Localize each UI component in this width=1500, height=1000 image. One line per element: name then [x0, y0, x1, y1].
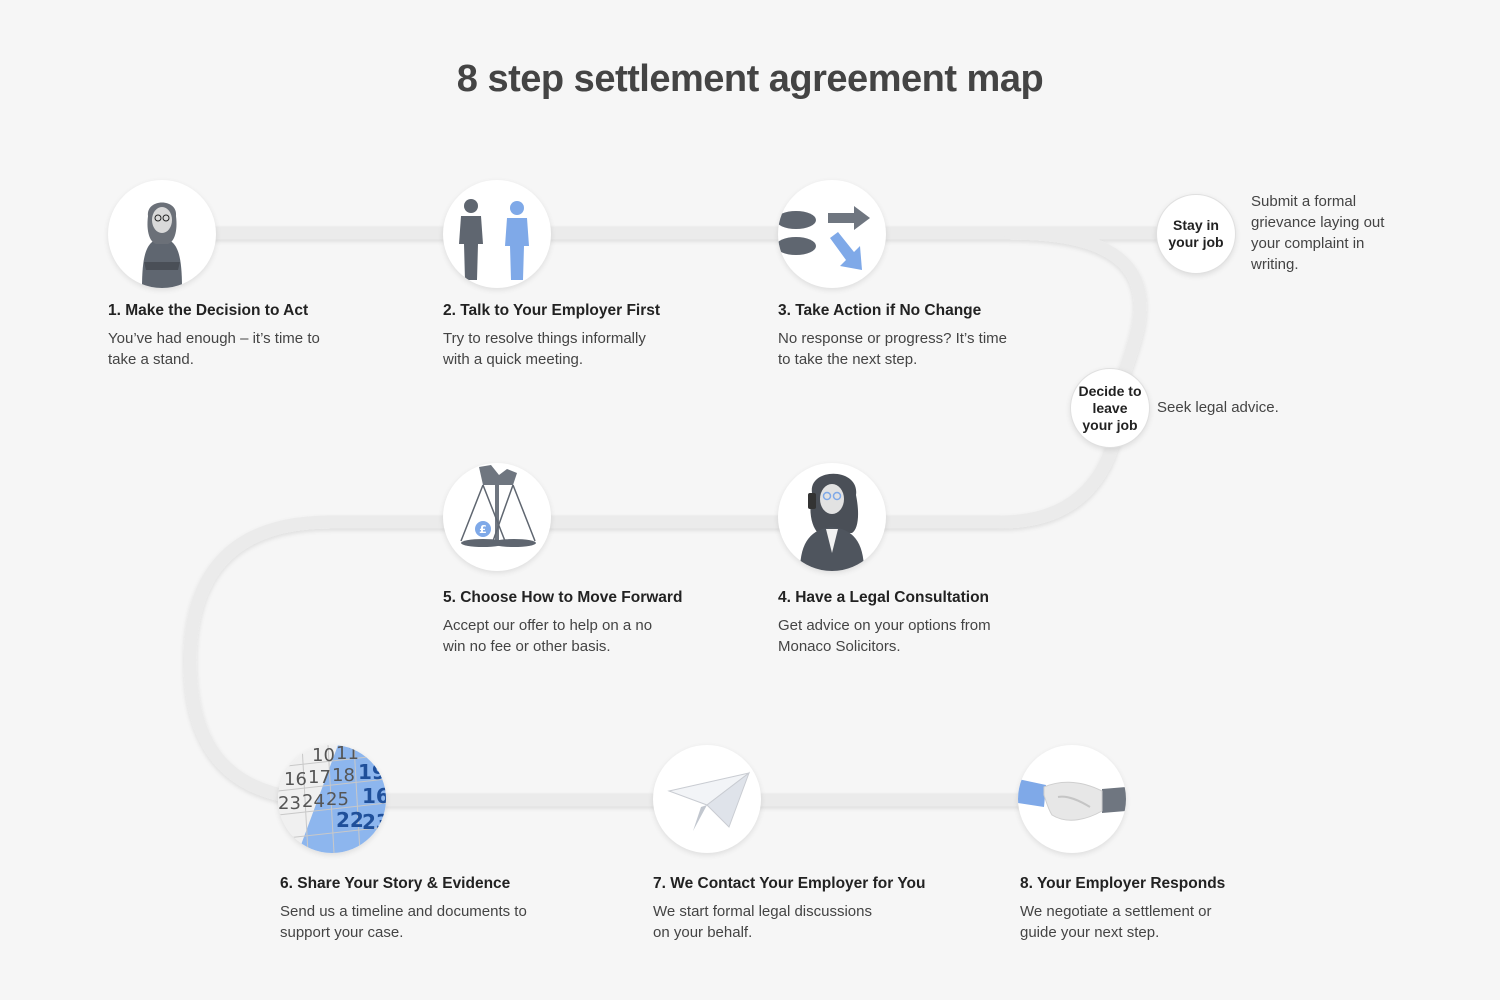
stay-in-job-label: Stay in your job — [1168, 217, 1224, 250]
woman-on-phone-icon — [800, 473, 864, 571]
svg-text:23: 23 — [278, 793, 301, 814]
leave-job-label: Decide to leave your job — [1078, 382, 1142, 433]
step-2-desc: Try to resolve things informally with a … — [443, 330, 646, 368]
step-1-text: 1. Make the Decision to Act You’ve had e… — [108, 302, 408, 370]
handshake-icon — [1018, 779, 1126, 821]
step-4-desc: Get advice on your options from Monaco S… — [778, 617, 991, 655]
step-7-circle — [653, 745, 761, 853]
woman-arms-crossed-icon — [142, 202, 182, 288]
step-7-desc: We start formal legal discussions on you… — [653, 903, 872, 941]
step-4-title: 4. Have a Legal Consultation — [778, 589, 990, 606]
svg-text:17: 17 — [308, 767, 331, 788]
svg-text:24: 24 — [302, 791, 325, 812]
page-title: 8 step settlement agreement map — [456, 58, 1044, 100]
step-3-desc: No response or progress? It’s time to ta… — [778, 330, 1007, 368]
svg-text:22: 22 — [336, 808, 364, 832]
step-6-title: 6. Share Your Story & Evidence — [280, 875, 511, 892]
step-8-circle — [1018, 745, 1126, 853]
shoes-and-arrows-icon — [778, 206, 870, 270]
step-3-text: 3. Take Action if No Change No response … — [778, 302, 1078, 370]
step-8-text: 8. Your Employer Responds We negotiate a… — [1020, 875, 1320, 943]
step-6-desc: Send us a timeline and documents to supp… — [280, 903, 527, 941]
step-4-text: 4. Have a Legal Consultation Get advice … — [778, 589, 1078, 657]
svg-text:11: 11 — [336, 745, 359, 764]
step-6-text: 6. Share Your Story & Evidence Send us a… — [280, 875, 580, 943]
svg-text:10: 10 — [312, 745, 335, 766]
step-2-circle — [443, 180, 551, 288]
step-8-title: 8. Your Employer Responds — [1020, 875, 1226, 892]
step-1-circle — [108, 180, 216, 288]
step-3-title: 3. Take Action if No Change — [778, 302, 982, 319]
step-1-title: 1. Make the Decision to Act — [108, 302, 309, 319]
scales-pound-icon: £ — [460, 465, 536, 547]
svg-text:£: £ — [479, 523, 487, 536]
step-2-title: 2. Talk to Your Employer First — [443, 302, 661, 319]
svg-text:16: 16 — [284, 769, 307, 790]
track-left-curve — [183, 515, 1027, 807]
step-5-text: 5. Choose How to Move Forward Accept our… — [443, 589, 743, 657]
step-8-desc: We negotiate a settlement or guide your … — [1020, 903, 1212, 941]
svg-text:25: 25 — [326, 789, 349, 810]
step-3-circle — [778, 180, 886, 288]
svg-text:16: 16 — [362, 784, 386, 808]
leave-job-note: Seek legal advice. — [1157, 399, 1279, 416]
step-5-title: 5. Choose How to Move Forward — [443, 589, 683, 606]
stay-in-job-branch: Stay in your job — [1156, 194, 1236, 274]
step-5-desc: Accept our offer to help on a no win no … — [443, 617, 653, 655]
step-2-text: 2. Talk to Your Employer First Try to re… — [443, 302, 743, 370]
stay-in-job-note: Submit a formal grievance laying out you… — [1251, 193, 1385, 273]
step-1-desc: You’ve had enough – it’s time to take a … — [108, 330, 320, 368]
paper-plane-icon — [667, 771, 751, 831]
step-7-title: 7. We Contact Your Employer for You — [653, 875, 926, 892]
leave-job-branch: Decide to leave your job — [1070, 368, 1150, 448]
step-7-text: 7. We Contact Your Employer for You We s… — [653, 875, 953, 943]
two-people-talking-icon — [459, 199, 529, 280]
step-4-circle — [778, 463, 886, 571]
step-5-circle: £ — [443, 463, 551, 571]
svg-text:18: 18 — [332, 765, 355, 786]
